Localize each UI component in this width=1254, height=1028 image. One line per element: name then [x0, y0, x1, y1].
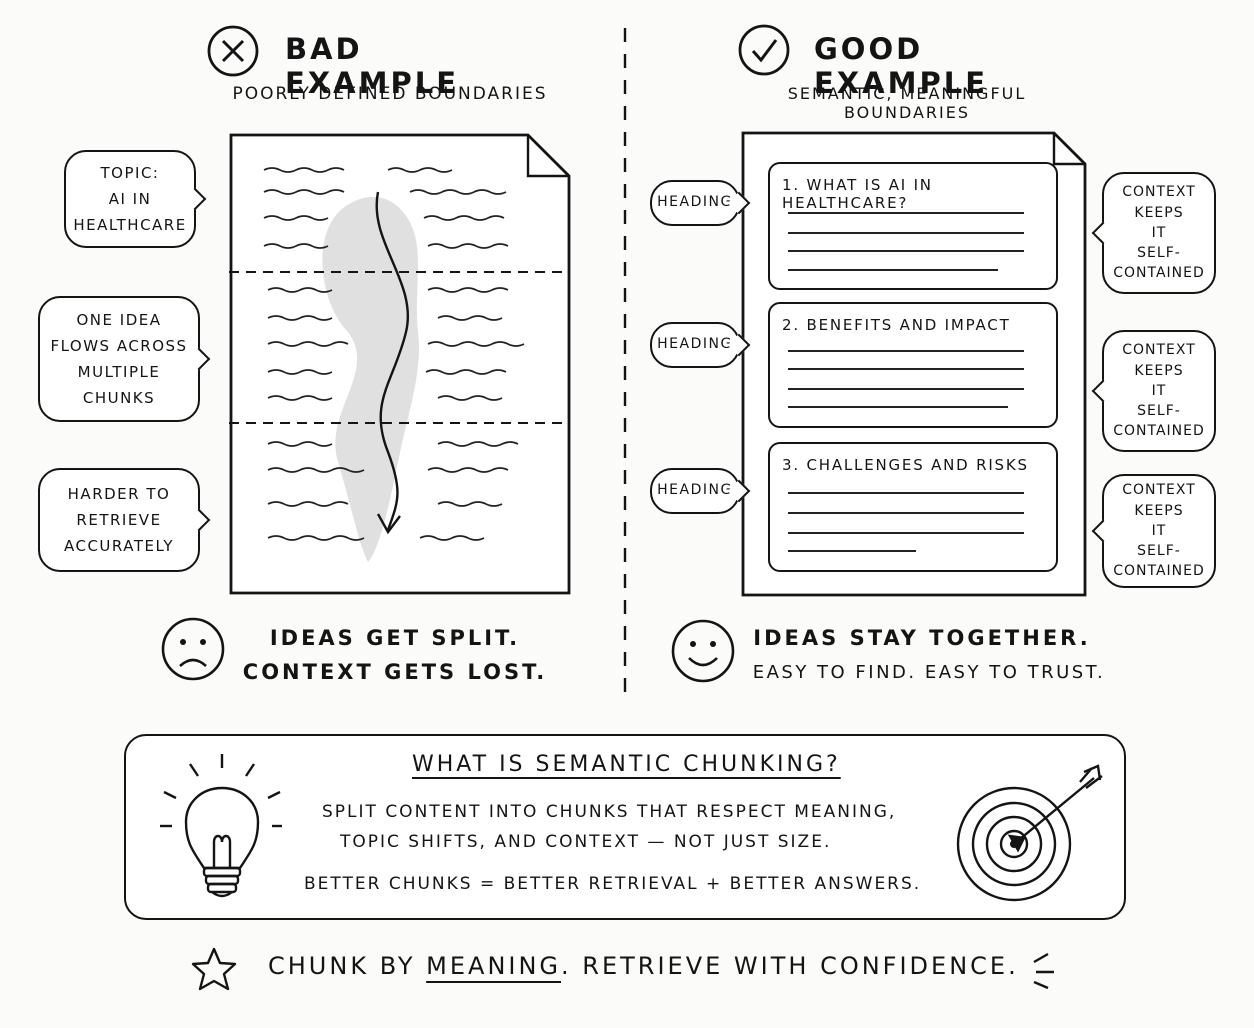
x-circle-icon	[207, 25, 259, 77]
footer-text: CHUNK BY MEANING. RETRIEVE WITH CONFIDEN…	[268, 952, 1019, 980]
heading-bubble-3-label: HEADING	[657, 482, 733, 499]
context-1-line4: SELF-	[1137, 245, 1181, 262]
definition-box: WHAT IS SEMANTIC CHUNKING? SPLIT CONTENT…	[124, 734, 1126, 920]
bubble-harder-line2: RETRIEVE	[76, 510, 162, 529]
bad-example-subtitle: POORLY DEFINED BOUNDARIES	[232, 84, 548, 104]
bubble-topic-line1: TOPIC:	[100, 163, 160, 182]
footer: CHUNK BY MEANING. RETRIEVE WITH CONFIDEN…	[190, 944, 1070, 994]
context-bubble-1: CONTEXT KEEPS IT SELF- CONTAINED	[1091, 172, 1216, 294]
good-caption-line2: EASY TO FIND. EASY TO TRUST.	[752, 662, 1106, 683]
context-2-line3: IT	[1151, 382, 1167, 399]
definition-line2: TOPIC SHIFTS, AND CONTEXT — NOT JUST SIZ…	[340, 832, 832, 852]
bad-example-header: BAD EXAMPLE	[205, 24, 545, 100]
context-2-line1: CONTEXT	[1122, 342, 1196, 359]
context-2-line2: KEEPS	[1134, 362, 1184, 379]
sparkle-icon	[1033, 952, 1054, 990]
bad-example-title: BAD EXAMPLE	[285, 32, 460, 100]
bubble-harder-line3: ACCURATELY	[63, 537, 174, 556]
bubble-topic-line3: HEALTHCARE	[73, 216, 187, 235]
footer-part2: . RETRIEVE WITH CONFIDENCE.	[561, 952, 1019, 980]
context-bubble-2: CONTEXT KEEPS IT SELF- CONTAINED	[1091, 330, 1216, 452]
context-1-line3: IT	[1151, 224, 1167, 241]
happy-face-icon	[671, 619, 735, 683]
context-3-line3: IT	[1151, 522, 1167, 539]
context-1-line2: KEEPS	[1134, 204, 1184, 221]
context-1-line1: CONTEXT	[1122, 184, 1196, 201]
context-2-line4: SELF-	[1137, 403, 1181, 420]
bad-caption-line2: CONTEXT GETS LOST.	[242, 660, 548, 684]
bubble-one-idea: ONE IDEA FLOWS ACROSS MULTIPLE CHUNKS	[38, 296, 211, 422]
bad-document	[228, 132, 572, 596]
bubble-harder-line1: HARDER TO	[67, 484, 171, 503]
target-arrow-icon	[956, 764, 1103, 902]
bad-caption-line1: IDEAS GET SPLIT.	[269, 626, 521, 650]
bubble-harder: HARDER TO RETRIEVE ACCURATELY	[38, 468, 211, 572]
context-3-line2: KEEPS	[1134, 502, 1184, 519]
context-1-line5: CONTAINED	[1113, 265, 1205, 282]
good-caption-line1: IDEAS STAY TOGETHER.	[753, 626, 1091, 650]
good-section-2: 2. BENEFITS AND IMPACT	[768, 302, 1058, 428]
lightbulb-icon	[160, 754, 282, 898]
good-section-1: 1. WHAT IS AI IN HEALTHCARE?	[768, 162, 1058, 290]
good-example-title: GOOD EXAMPLE	[814, 32, 989, 100]
good-example-subtitle: SEMANTIC, MEANINGFUL BOUNDARIES	[787, 84, 1027, 122]
section-2-title: 2. BENEFITS AND IMPACT	[782, 316, 1011, 334]
definition-heading: WHAT IS SEMANTIC CHUNKING?	[412, 752, 841, 777]
star-icon	[191, 947, 237, 991]
bad-document-page	[228, 133, 571, 595]
context-3-line5: CONTAINED	[1113, 563, 1205, 580]
check-circle-icon	[738, 24, 790, 76]
context-3-line1: CONTEXT	[1122, 482, 1196, 499]
heading-bubble-1-label: HEADING	[657, 194, 733, 211]
bubble-topic: TOPIC: AI IN HEALTHCARE	[64, 150, 207, 248]
bubble-topic-line2: AI IN	[108, 189, 152, 208]
context-2-line5: CONTAINED	[1113, 423, 1205, 440]
section-1-title: 1. WHAT IS AI IN HEALTHCARE?	[782, 176, 933, 212]
center-divider	[623, 28, 627, 700]
heading-bubble-1: HEADING	[650, 180, 751, 226]
context-bubble-3: CONTEXT KEEPS IT SELF- CONTAINED	[1091, 474, 1216, 588]
heading-bubble-2: HEADING	[650, 322, 751, 368]
context-3-line4: SELF-	[1137, 543, 1181, 560]
section-3-title: 3. CHALLENGES AND RISKS	[782, 456, 1029, 474]
bubble-one-idea-line1: ONE IDEA	[76, 310, 162, 329]
bubble-one-idea-line4: CHUNKS	[82, 389, 156, 408]
footer-emphasis: MEANING	[426, 952, 562, 980]
definition-line1: SPLIT CONTENT INTO CHUNKS THAT RESPECT M…	[322, 802, 897, 822]
sad-face-icon	[161, 617, 225, 681]
good-example-header: GOOD EXAMPLE	[738, 24, 1078, 100]
heading-bubble-3: HEADING	[650, 468, 751, 514]
heading-bubble-2-label: HEADING	[657, 336, 733, 353]
bubble-one-idea-line3: MULTIPLE	[77, 363, 161, 381]
good-section-3: 3. CHALLENGES AND RISKS	[768, 442, 1058, 572]
bubble-one-idea-line2: FLOWS ACROSS	[50, 336, 188, 355]
definition-line3: BETTER CHUNKS = BETTER RETRIEVAL + BETTE…	[304, 874, 922, 894]
footer-part1: CHUNK BY	[268, 952, 416, 980]
